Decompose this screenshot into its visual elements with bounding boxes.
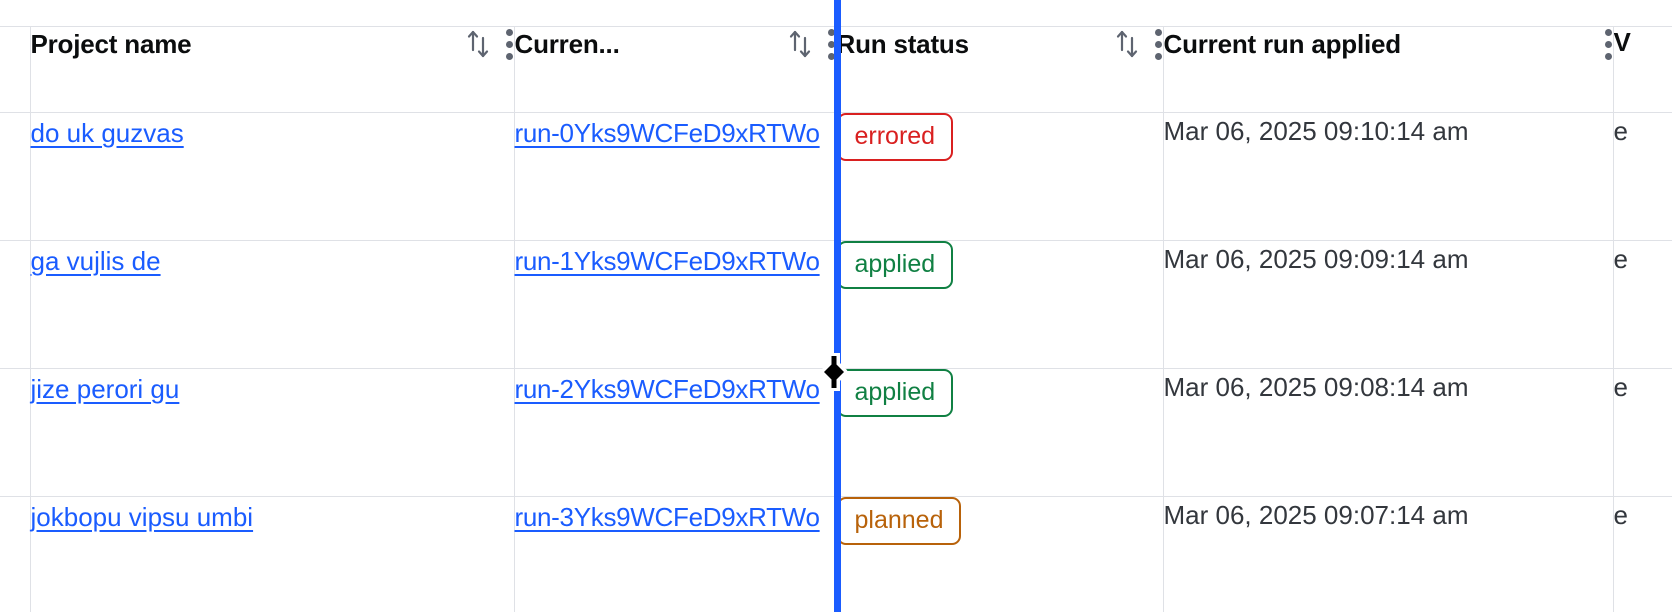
kebab-menu-icon-run[interactable] xyxy=(828,27,836,61)
project-name-link[interactable]: jokbopu vipsu umbi xyxy=(30,502,254,532)
cell-applied: Mar 06, 2025 09:09:14 am xyxy=(1163,240,1614,369)
sort-icon xyxy=(467,30,488,58)
table-row: jize perori gu run-2Yks9WCFeD9xRTWo applie… xyxy=(0,368,1672,497)
cell-extra: e xyxy=(1613,240,1672,369)
project-name-link[interactable]: jize perori gu xyxy=(30,374,180,404)
status-badge: errored xyxy=(836,113,954,161)
cell-project: do uk guzvas xyxy=(30,112,515,241)
cell-project: ga vujlis de xyxy=(30,240,515,369)
column-header-label-project: Project name xyxy=(30,28,192,59)
sort-icon xyxy=(1116,30,1137,58)
current-run-applied-text: Mar 06, 2025 09:08:14 am xyxy=(1163,372,1469,402)
sort-button-status[interactable] xyxy=(1115,27,1141,61)
status-badge: applied xyxy=(836,369,954,417)
overflow-cell-text: e xyxy=(1613,372,1628,402)
column-header-applied[interactable]: Current run applied xyxy=(1163,26,1614,113)
project-name-link[interactable]: ga vujlis de xyxy=(30,246,161,276)
current-run-link[interactable]: run-0Yks9WCFeD9xRTWo xyxy=(514,118,820,148)
table-row: ga vujlis de run-1Yks9WCFeD9xRTWo applied M… xyxy=(0,240,1672,369)
sort-button-project[interactable] xyxy=(466,27,492,61)
sort-icon xyxy=(789,30,810,58)
column-header-label-status: Run status xyxy=(836,28,969,59)
current-run-link[interactable]: run-3Yks9WCFeD9xRTWo xyxy=(514,502,820,532)
kebab-menu-icon-applied[interactable] xyxy=(1605,27,1613,61)
column-header-tools-applied xyxy=(1605,27,1613,61)
cell-applied: Mar 06, 2025 09:10:14 am xyxy=(1163,112,1614,241)
table-row: do uk guzvas run-0Yks9WCFeD9xRTWo errored M… xyxy=(0,112,1672,241)
sort-button-run[interactable] xyxy=(788,27,814,61)
cell-status: planned xyxy=(836,496,1164,612)
overflow-cell-text: e xyxy=(1613,244,1628,274)
cell-run: run-2Yks9WCFeD9xRTWo xyxy=(514,368,837,497)
kebab-menu-icon-status[interactable] xyxy=(1155,27,1163,61)
cell-run: run-0Yks9WCFeD9xRTWo xyxy=(514,112,837,241)
column-header-select xyxy=(0,26,31,113)
table-header-row: Project name Curren... Run status Current r… xyxy=(0,26,1672,113)
cell-project: jize perori gu xyxy=(30,368,515,497)
project-name-link[interactable]: do uk guzvas xyxy=(30,118,184,148)
status-badge: applied xyxy=(836,241,954,289)
column-header-project[interactable]: Project name xyxy=(30,26,515,113)
column-header-tools-run xyxy=(788,27,836,61)
cell-extra: e xyxy=(1613,496,1672,612)
table-header: Project name Curren... Run status Current r… xyxy=(0,26,1672,113)
kebab-menu-icon-project[interactable] xyxy=(506,27,514,61)
cell-applied: Mar 06, 2025 09:07:14 am xyxy=(1163,496,1614,612)
overflow-cell-text: e xyxy=(1613,500,1628,530)
cell-status: applied xyxy=(836,368,1164,497)
cell-applied: Mar 06, 2025 09:08:14 am xyxy=(1163,368,1614,497)
cell-select xyxy=(0,240,31,369)
cell-status: errored xyxy=(836,112,1164,241)
table-row: jokbopu vipsu umbi run-3Yks9WCFeD9xRTWo pl… xyxy=(0,496,1672,612)
status-badge: planned xyxy=(836,497,962,545)
cell-run: run-3Yks9WCFeD9xRTWo xyxy=(514,496,837,612)
current-run-applied-text: Mar 06, 2025 09:10:14 am xyxy=(1163,116,1469,146)
projects-table: Project name Curren... Run status Current r… xyxy=(0,26,1672,612)
column-header-tools-project xyxy=(466,27,514,61)
current-run-applied-text: Mar 06, 2025 09:07:14 am xyxy=(1163,500,1469,530)
current-run-link[interactable]: run-2Yks9WCFeD9xRTWo xyxy=(514,374,820,404)
column-header-status[interactable]: Run status xyxy=(836,26,1164,113)
current-run-applied-text: Mar 06, 2025 09:09:14 am xyxy=(1163,244,1469,274)
cell-project: jokbopu vipsu umbi xyxy=(30,496,515,612)
cell-select xyxy=(0,496,31,612)
cell-select xyxy=(0,112,31,241)
column-header-label-extra: V xyxy=(1613,27,1631,57)
cell-select xyxy=(0,368,31,497)
column-header-run[interactable]: Curren... xyxy=(514,26,837,113)
overflow-cell-text: e xyxy=(1613,116,1628,146)
current-run-link[interactable]: run-1Yks9WCFeD9xRTWo xyxy=(514,246,820,276)
column-header-label-applied: Current run applied xyxy=(1163,28,1401,59)
column-resize-indicator[interactable] xyxy=(834,0,841,612)
column-header-label-run: Curren... xyxy=(514,28,620,59)
cell-status: applied xyxy=(836,240,1164,369)
cell-extra: e xyxy=(1613,368,1672,497)
column-header-extra[interactable]: V xyxy=(1613,26,1672,113)
cell-extra: e xyxy=(1613,112,1672,241)
cell-run: run-1Yks9WCFeD9xRTWo xyxy=(514,240,837,369)
column-header-tools-status xyxy=(1115,27,1163,61)
